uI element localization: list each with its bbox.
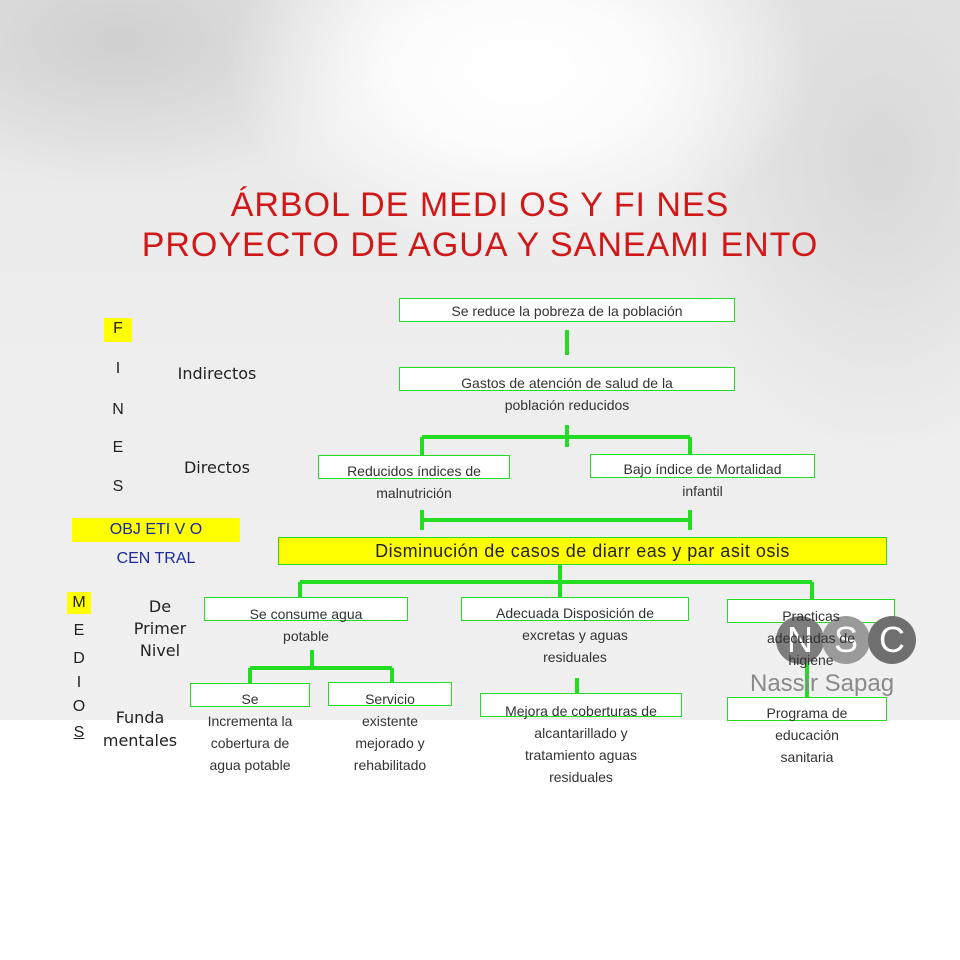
medios-letter-e: E [73, 622, 85, 639]
box-malnutricion-text: Reducidos índices de malnutrición [318, 460, 510, 504]
box-malnutricion [318, 455, 510, 479]
label-primer-nivel-line-3: Nivel [139, 641, 181, 660]
box-cobertura-line-1: Se [241, 691, 259, 707]
logo-circle-s: S [822, 616, 870, 664]
title-line-1: ÁRBOL DE MEDI OS Y FI NES [230, 186, 730, 224]
box-educacion-text: Programa de educación sanitaria [727, 702, 887, 768]
box-gastos-line-2: población reducidos [504, 397, 630, 413]
label-fundamentales-line-1: Funda [115, 708, 165, 727]
box-gastos [399, 367, 735, 391]
box-agua [204, 597, 408, 621]
box-agua-line-2: potable [283, 628, 329, 644]
box-cobertura-line-2: Incrementa la [207, 713, 293, 729]
medios-letter-m: M [72, 594, 86, 611]
box-pobreza [399, 298, 735, 322]
box-cobertura [190, 683, 310, 707]
fines-letter-n: N [112, 401, 124, 418]
box-servicio-text: Servicio existente mejorado y rehabilita… [328, 688, 452, 776]
box-mortalidad [590, 454, 815, 478]
box-educacion [727, 697, 887, 721]
logo-circle-c: C [868, 616, 916, 664]
label-fundamentales: Funda mentales [94, 706, 186, 752]
box-central [278, 537, 887, 565]
box-excretas-line-2: excretas y aguas [522, 627, 628, 643]
box-servicio [328, 682, 452, 706]
box-cobertura-line-4: agua potable [209, 757, 291, 773]
box-alcantarillado-text: Mejora de coberturas de alcantarillado y… [480, 700, 682, 788]
box-agua-line-1: Se consume agua [249, 606, 363, 622]
box-educacion-line-3: sanitaria [780, 749, 834, 765]
box-excretas-line-1: Adecuada Disposición de [496, 605, 654, 621]
box-servicio-line-1: Servicio [365, 691, 415, 707]
box-mortalidad-text: Bajo índice de Mortalidad infantil [590, 458, 815, 502]
label-primer-nivel: De Primer Nivel [118, 596, 202, 662]
box-excretas-line-3: residuales [543, 649, 607, 665]
title-line-2: PROYECTO DE AGUA Y SANEAMI ENTO [141, 226, 819, 264]
box-servicio-line-2: existente [361, 713, 419, 729]
fines-letter-i: I [115, 360, 121, 377]
label-fundamentales-line-2: mentales [102, 731, 178, 750]
box-higiene-line-3: higiene [788, 652, 834, 668]
box-higiene-line-1: Practicas [782, 608, 840, 624]
label-directos: Directos [183, 458, 251, 477]
box-pobreza-text: Se reduce la pobreza de la población [451, 303, 683, 319]
box-cobertura-line-3: cobertura de [210, 735, 290, 751]
medios-letter-s: S [73, 724, 85, 741]
box-mortalidad-line-2: infantil [682, 483, 723, 499]
box-alcantarillado-line-1: Mejora de coberturas de [505, 703, 657, 719]
box-alcantarillado-line-4: residuales [549, 769, 613, 785]
box-mortalidad-line-1: Bajo índice de Mortalidad [623, 461, 782, 477]
fines-letter-e: E [112, 439, 124, 456]
objetivo-line-2: CEN TRAL [116, 550, 196, 567]
box-central-text: Disminución de casos de diarr eas y par … [375, 541, 790, 561]
box-cobertura-text: Se Incrementa la cobertura de agua potab… [190, 688, 310, 776]
box-alcantarillado-line-2: alcantarillado y [534, 725, 628, 741]
box-malnutricion-line-1: Reducidos índices de [347, 463, 481, 479]
fines-highlight [104, 318, 132, 342]
logo-circle-n: N [776, 616, 824, 664]
medios-highlight [67, 592, 91, 614]
objetivo-line-1: OBJ ETI V O [109, 521, 203, 538]
box-alcantarillado-line-3: tratamiento aguas [524, 747, 638, 763]
fines-letter-s: S [112, 478, 124, 495]
box-malnutricion-line-2: malnutrición [376, 485, 452, 501]
box-educacion-line-2: educación [775, 727, 839, 743]
box-agua-text: Se consume agua potable [204, 603, 408, 647]
box-higiene-line-2: adecuadas de [767, 630, 855, 646]
medios-letter-d: D [73, 650, 85, 667]
label-primer-nivel-line-1: De [148, 597, 172, 616]
box-gastos-text: Gastos de atención de salud de la poblac… [399, 372, 735, 416]
box-servicio-line-3: mejorado y [355, 735, 425, 751]
objetivo-highlight [72, 518, 240, 542]
box-alcantarillado [480, 693, 682, 717]
box-servicio-line-4: rehabilitado [353, 757, 427, 773]
box-excretas [461, 597, 689, 621]
fines-letter-f: F [113, 320, 123, 337]
box-educacion-line-1: Programa de [766, 705, 848, 721]
box-excretas-text: Adecuada Disposición de excretas y aguas… [461, 602, 689, 668]
label-indirectos: Indirectos [177, 364, 257, 383]
box-gastos-line-1: Gastos de atención de salud de la [461, 375, 673, 391]
box-higiene-text: Practicas adecuadas de higiene [727, 605, 895, 671]
medios-letter-o: O [72, 698, 86, 715]
medios-letter-i: I [76, 674, 82, 691]
label-primer-nivel-line-2: Primer [133, 619, 187, 638]
